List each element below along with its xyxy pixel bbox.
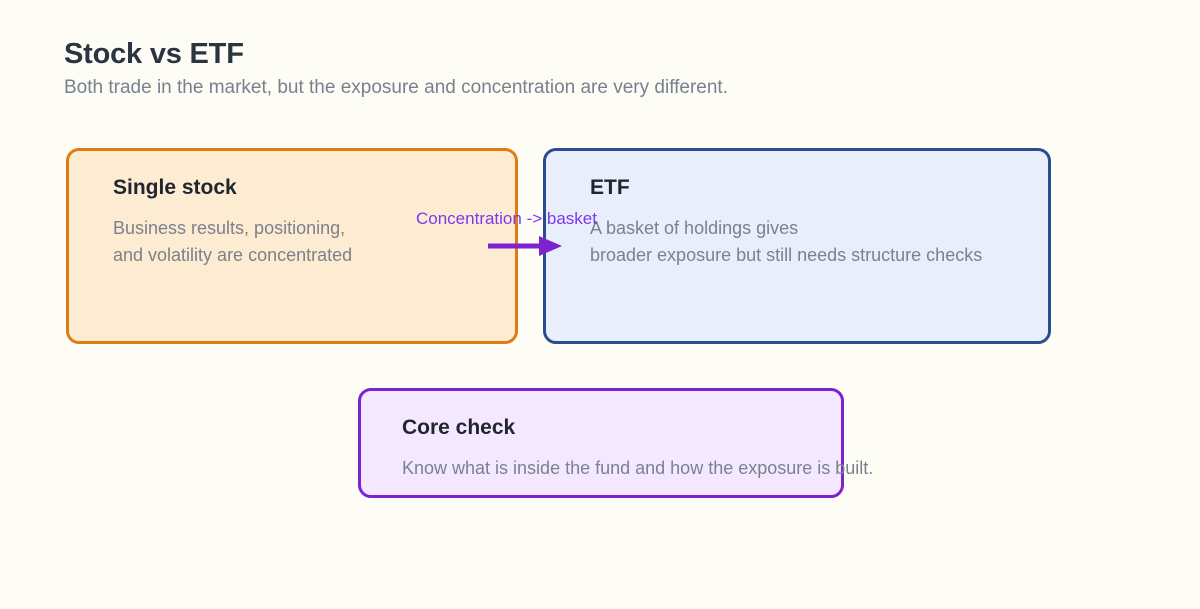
node-single-stock-title: Single stock — [113, 176, 237, 199]
node-etf-description: A basket of holdings gives broader expos… — [590, 218, 983, 265]
page-subtitle: Both trade in the market, but the exposu… — [64, 77, 728, 98]
node-core-check-title: Core check — [402, 416, 516, 439]
node-core-check[interactable]: Core check Know what is inside the fund … — [358, 388, 873, 498]
node-etf[interactable]: ETF A basket of holdings gives broader e… — [543, 148, 1051, 344]
edge-concentration-label: Concentration -> basket — [416, 209, 597, 228]
node-single-stock[interactable]: Single stock Business results, positioni… — [66, 148, 518, 344]
page-title: Stock vs ETF — [64, 38, 244, 70]
node-single-stock-description: Business results, positioning, and volat… — [113, 218, 353, 265]
node-core-check-description: Know what is inside the fund and how the… — [402, 458, 874, 478]
node-etf-title: ETF — [590, 176, 630, 199]
